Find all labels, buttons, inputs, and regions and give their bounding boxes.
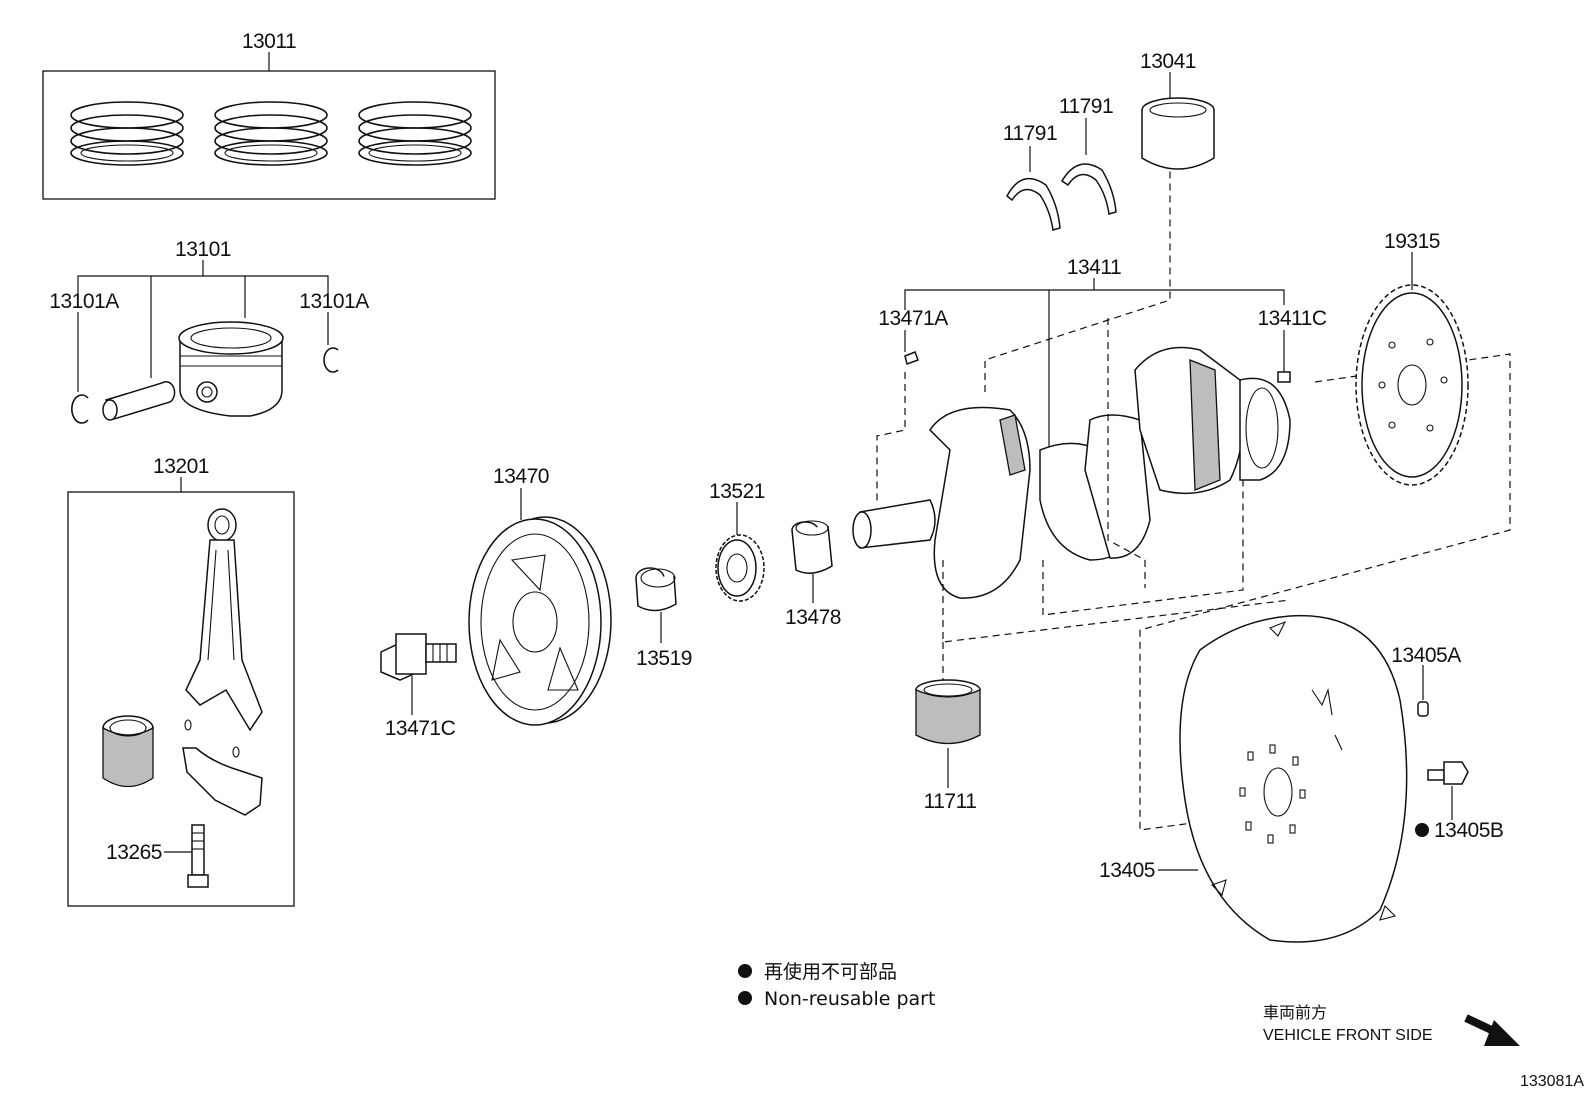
label-13470: 13470 <box>493 465 549 488</box>
label-13101A-left: 13101A <box>49 290 119 313</box>
front-direction: 車両前方 VEHICLE FRONT SIDE <box>1263 1004 1520 1046</box>
label-13478: 13478 <box>785 606 841 629</box>
piston-ring-set-3[interactable] <box>358 101 472 166</box>
crankshaft[interactable] <box>852 278 1291 599</box>
label-13411: 13411 <box>1067 256 1121 279</box>
front-direction-jp: 車両前方 <box>1263 1004 1327 1022</box>
non-reusable-dot-13405B <box>1415 823 1429 837</box>
connecting-rod[interactable] <box>185 508 263 732</box>
label-13265: 13265 <box>106 841 162 864</box>
piston-ring-set-1[interactable] <box>70 101 184 166</box>
piston-group <box>71 260 339 424</box>
label-13471C: 13471C <box>385 717 456 740</box>
piston-ring-set-box <box>42 70 496 200</box>
connecting-rod-group <box>67 477 295 907</box>
drive-plate[interactable] <box>1158 614 1408 943</box>
connecting-rod-bolt[interactable] <box>187 824 209 888</box>
front-arrow-icon <box>1464 1014 1520 1046</box>
crankshaft-pulley[interactable] <box>468 488 612 726</box>
crank-pin-bearing[interactable] <box>1141 72 1215 170</box>
piston-pin[interactable] <box>102 381 176 421</box>
label-13405A: 13405A <box>1391 644 1461 667</box>
drive-plate-pin[interactable] <box>1417 665 1429 717</box>
label-11791-left: 11791 <box>1003 122 1057 145</box>
connecting-rod-cap[interactable] <box>182 747 263 816</box>
legend-dot-jp <box>738 964 752 978</box>
thrust-washer-right[interactable] <box>1060 118 1117 215</box>
label-13201: 13201 <box>153 455 209 478</box>
figure-id: 133081A <box>1520 1073 1584 1090</box>
main-bearing[interactable] <box>915 679 981 788</box>
label-13405B: 13405B <box>1434 819 1503 842</box>
crankshaft-sleeve[interactable] <box>791 520 833 603</box>
label-13521: 13521 <box>709 480 765 503</box>
label-13101: 13101 <box>175 238 231 261</box>
label-13519: 13519 <box>636 647 692 670</box>
piston[interactable] <box>178 321 284 417</box>
label-11791-right: 11791 <box>1059 95 1113 118</box>
label-13411C: 13411C <box>1257 307 1326 330</box>
snap-ring-right[interactable] <box>323 347 339 373</box>
front-direction-en: VEHICLE FRONT SIDE <box>1263 1027 1433 1044</box>
legend-dot-en <box>738 991 752 1005</box>
crankshaft-spacer[interactable] <box>635 567 677 643</box>
label-13101A-right: 13101A <box>299 290 369 313</box>
crankshaft-timing-gear[interactable] <box>715 502 765 602</box>
piston-ring-set-2[interactable] <box>214 101 328 166</box>
legend-text-jp: 再使用不可部品 <box>764 961 897 983</box>
label-19315: 19315 <box>1384 230 1440 253</box>
piston-ring-set-group <box>42 52 496 200</box>
label-13041: 13041 <box>1140 50 1196 73</box>
label-13011: 13011 <box>242 30 296 53</box>
connecting-rod-box <box>67 491 295 907</box>
drive-plate-bolt[interactable] <box>1415 761 1469 837</box>
label-11711: 11711 <box>924 790 977 813</box>
label-13405: 13405 <box>1099 859 1155 882</box>
timing-rotor[interactable] <box>1355 252 1469 486</box>
legend-text-en: Non-reusable part <box>764 988 935 1010</box>
legend: 再使用不可部品 Non-reusable part <box>738 961 935 1010</box>
connecting-rod-bearing[interactable] <box>102 715 154 788</box>
label-13471A: 13471A <box>878 307 948 330</box>
thrust-washer-left[interactable] <box>1006 146 1061 231</box>
snap-ring-left[interactable] <box>71 394 89 424</box>
assembly-lines <box>876 100 1511 831</box>
pulley-bolt[interactable] <box>380 633 457 715</box>
